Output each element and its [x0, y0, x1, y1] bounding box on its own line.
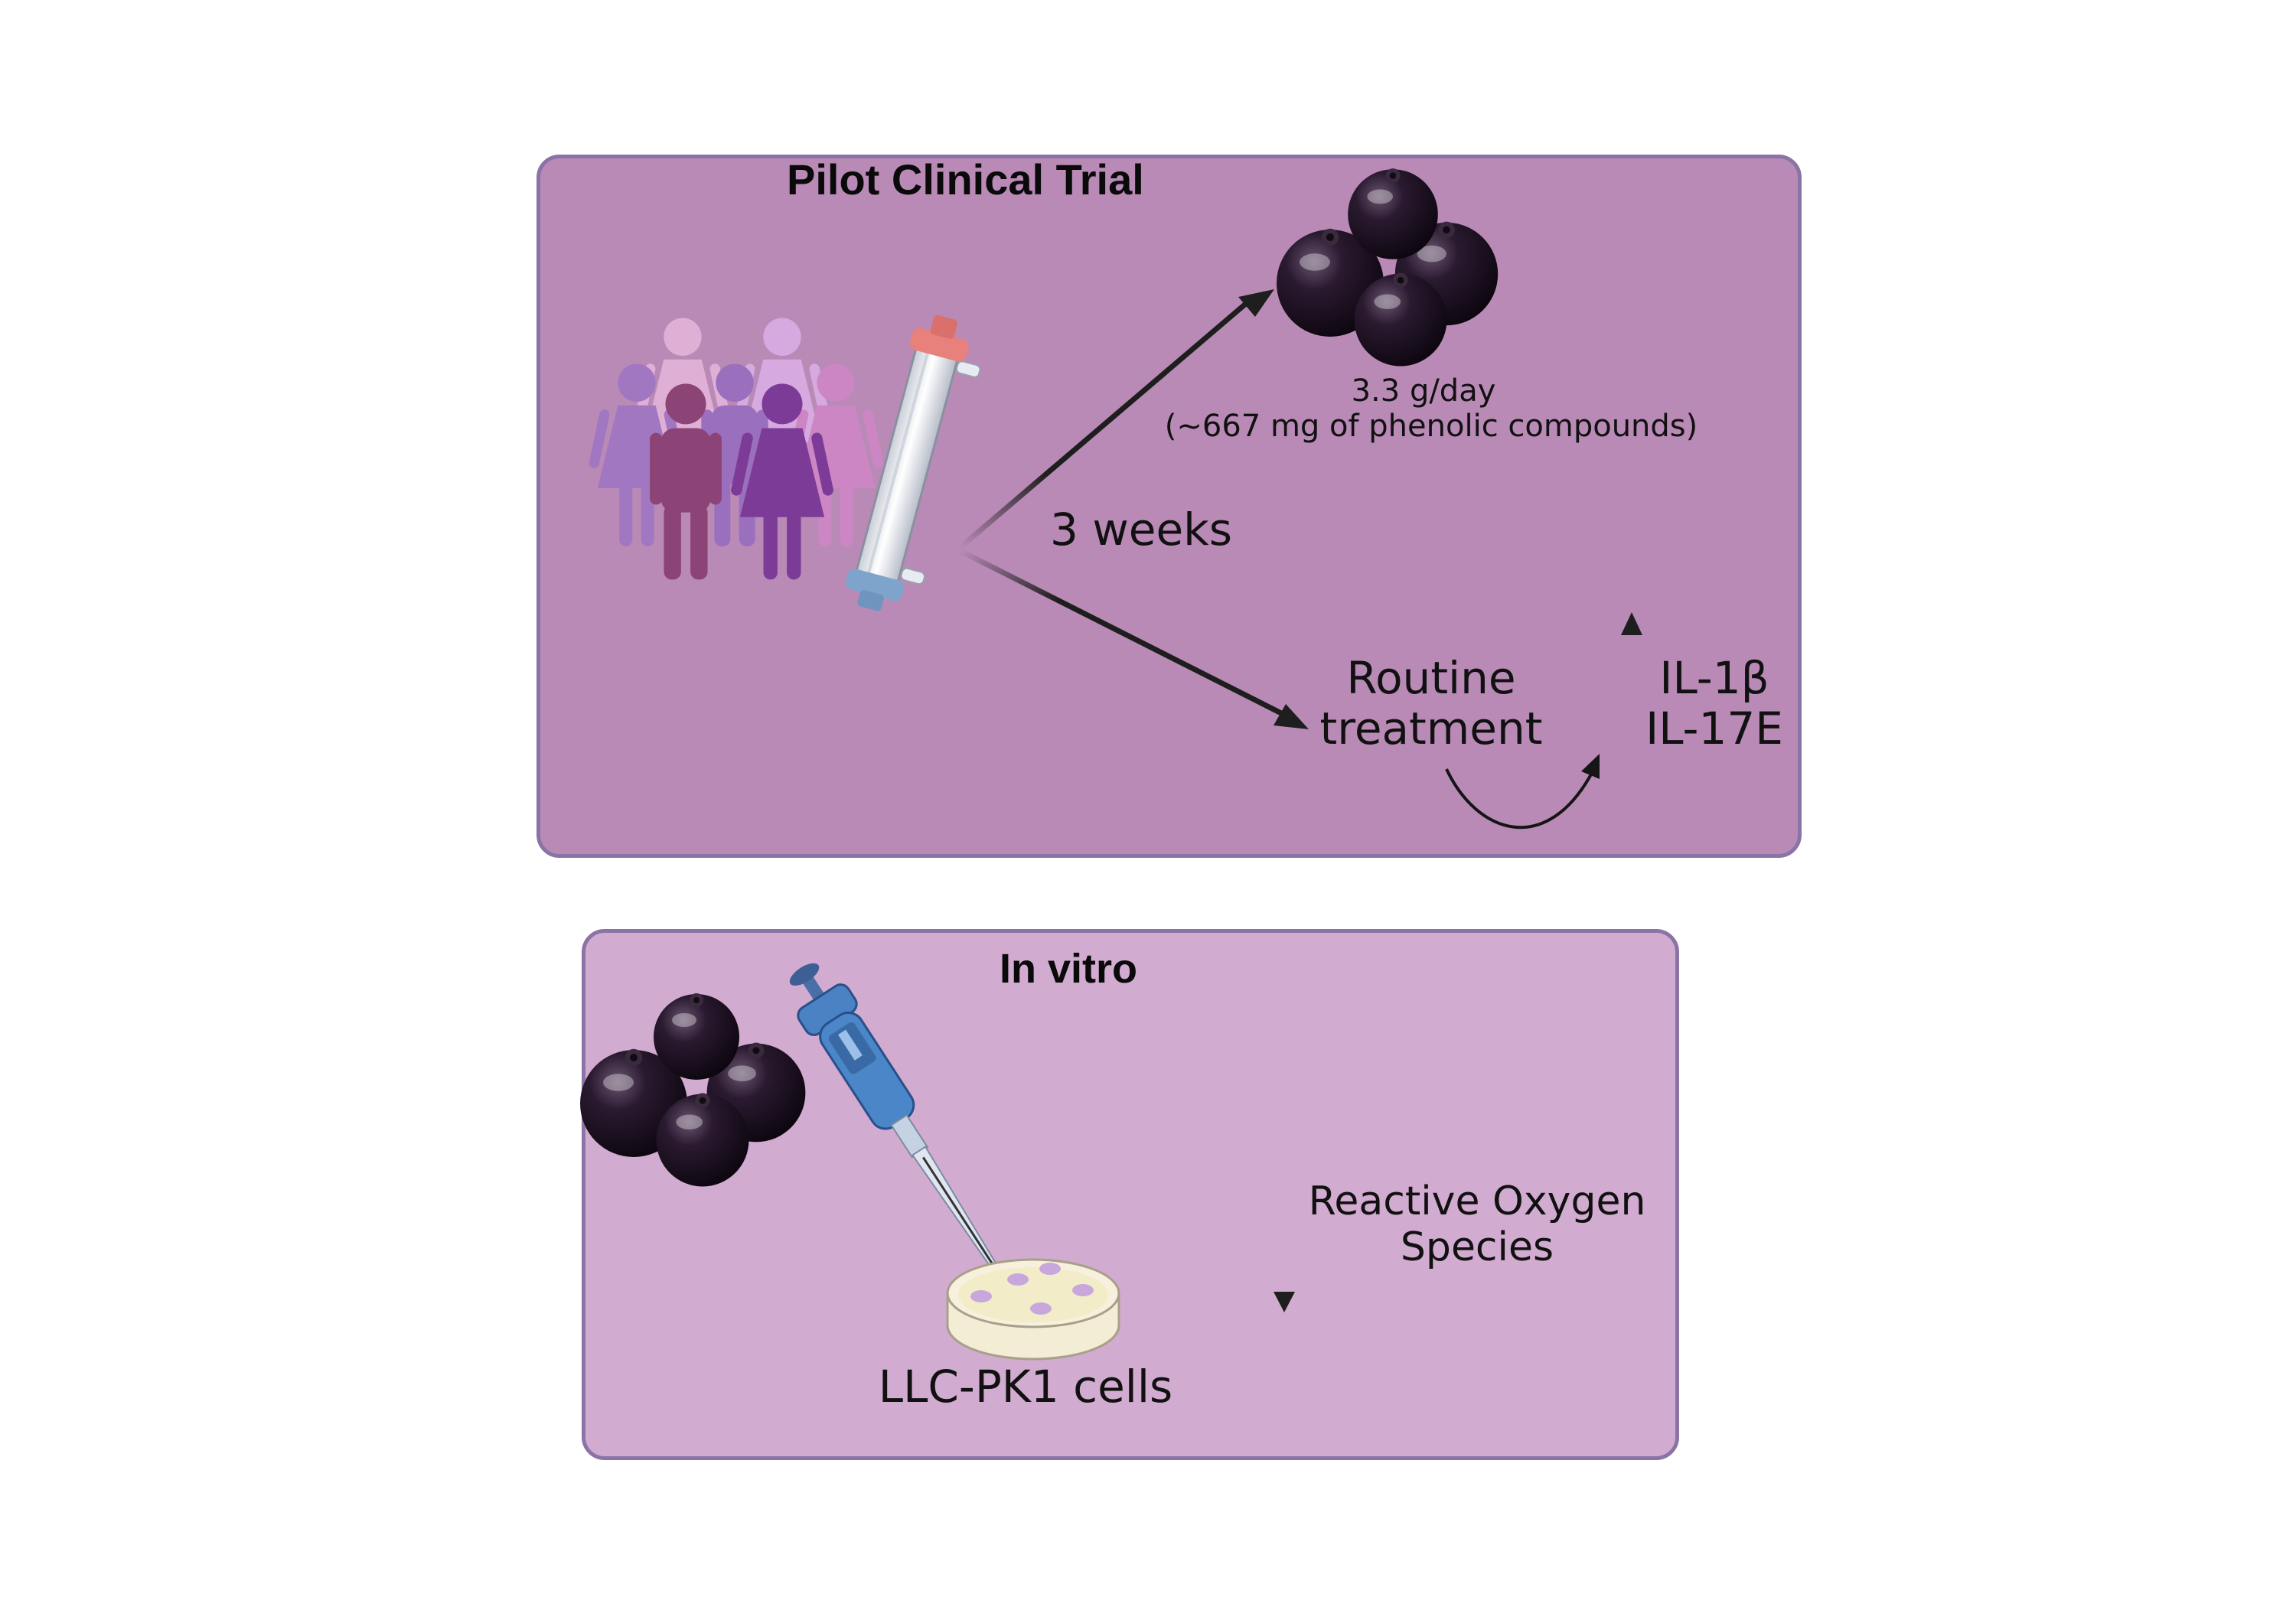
marker-il17e: IL-17E [1645, 702, 1783, 755]
curved-arrow-icon [1445, 754, 1600, 830]
arrow-to-routine-icon [959, 548, 1309, 729]
routine-line-2: treatment [1319, 702, 1543, 755]
routine-line-1: Routine [1346, 652, 1516, 704]
clinical-trial-title: Pilot Clinical Trial [787, 155, 1144, 204]
berry-cluster-icon [1277, 168, 1499, 367]
arrow-down-icon [1274, 1140, 1295, 1312]
in-vitro-title: In vitro [1000, 946, 1138, 992]
pipette-icon [789, 963, 1012, 1292]
arrow-to-berries-icon [958, 289, 1274, 549]
dose-line-2: (~667 mg of phenolic compounds) [1164, 409, 1698, 444]
ros-line-1: Reactive Oxygen [1308, 1178, 1646, 1224]
arrow-up-icon [1621, 612, 1642, 781]
petri-dish-icon [946, 1258, 1120, 1361]
cells-label: LLC-PK1 cells [878, 1361, 1173, 1413]
dialyzer-icon [845, 315, 981, 611]
duration-label: 3 weeks [1050, 504, 1232, 556]
in-vitro-panel [582, 929, 1679, 1460]
dose-line-1: 3.3 g/day [1351, 373, 1496, 409]
people-group-icon [588, 318, 885, 580]
berry-cluster-icon [580, 993, 806, 1187]
ros-line-2: Species [1400, 1224, 1554, 1270]
marker-il1b: IL-1β [1659, 652, 1769, 704]
